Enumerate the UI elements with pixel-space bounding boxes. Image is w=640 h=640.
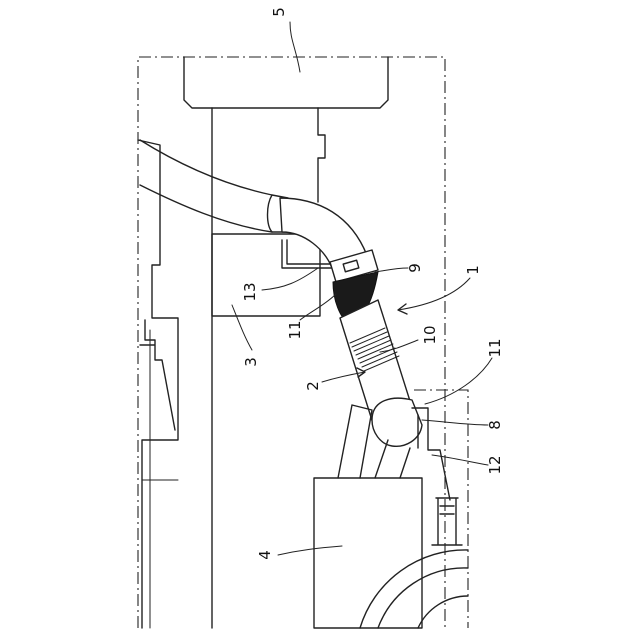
- label-5: 5: [270, 7, 288, 17]
- leader-13: [262, 268, 318, 290]
- component-4-box: [314, 478, 422, 628]
- leader-3: [232, 305, 252, 350]
- support-arm-left: [338, 405, 372, 478]
- component-5-side: [318, 108, 325, 202]
- leader-8: [422, 420, 488, 425]
- leader-11b: [425, 358, 492, 404]
- leader-9: [375, 268, 408, 272]
- label-8: 8: [486, 420, 504, 430]
- bolt-assembly: [432, 498, 462, 545]
- label-3: 3: [242, 357, 260, 367]
- leader-1: [398, 278, 470, 310]
- left-column: [138, 140, 178, 628]
- wheel-outer: [360, 550, 468, 628]
- outer-frame: [138, 57, 445, 628]
- label-2: 2: [304, 381, 322, 391]
- label-10: 10: [421, 325, 439, 344]
- label-11-upper: 11: [286, 320, 304, 339]
- label-1: 1: [464, 265, 482, 275]
- left-bracket: [140, 320, 175, 430]
- left-column-inner: [142, 330, 178, 628]
- label-12: 12: [486, 455, 504, 474]
- label-4: 4: [256, 550, 274, 560]
- wheel-hub: [418, 596, 468, 628]
- component-5-housing: [184, 57, 388, 108]
- leader-4: [278, 546, 342, 555]
- leader-5: [290, 22, 300, 72]
- label-9: 9: [406, 263, 424, 273]
- leader-12: [432, 455, 488, 465]
- lower-elbow-8: [372, 398, 422, 446]
- component-3-box: [212, 234, 320, 316]
- label-11-lower: 11: [486, 338, 504, 357]
- label-13: 13: [241, 282, 259, 301]
